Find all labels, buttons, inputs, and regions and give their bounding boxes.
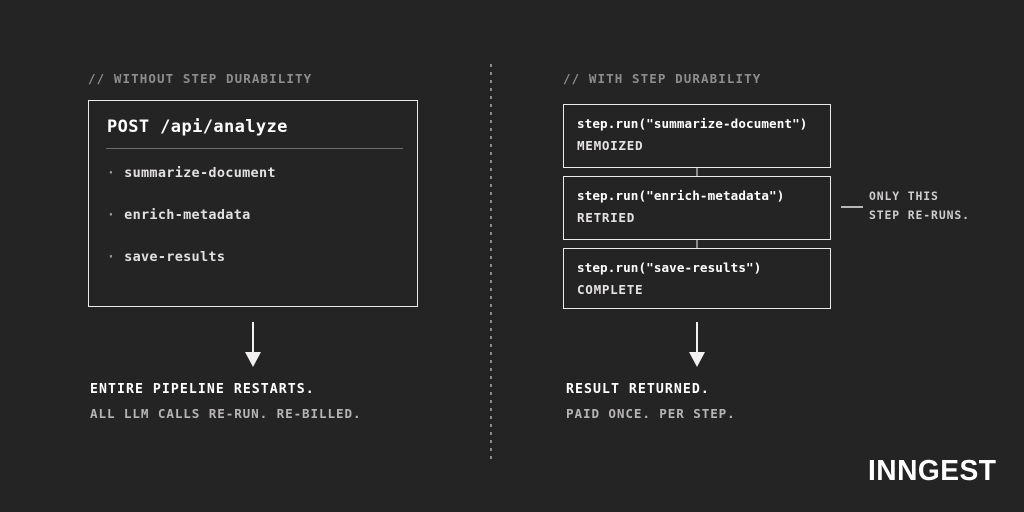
- inngest-logo: INNGEST: [867, 455, 996, 487]
- monolith-request-card: POST /api/analyze · summarize-document ·…: [88, 100, 418, 307]
- arrow-head: [245, 352, 261, 367]
- arrow-shaft: [696, 322, 698, 354]
- bullet-icon: ·: [107, 165, 116, 181]
- monolith-endpoint-title: POST /api/analyze: [107, 117, 288, 137]
- list-item-label: summarize-document: [124, 165, 276, 181]
- vertical-dotted-divider: [490, 64, 492, 462]
- status-badge: RETRIED: [577, 210, 635, 225]
- arrow-shaft: [252, 322, 254, 354]
- step-call-label: step.run("summarize-document"): [577, 116, 808, 131]
- step-call-label: step.run("save-results"): [577, 260, 762, 275]
- step-connector: [696, 240, 698, 248]
- step-call-label: step.run("enrich-metadata"): [577, 188, 785, 203]
- down-arrow-icon: [689, 322, 705, 368]
- bullet-icon: ·: [107, 207, 116, 223]
- step-card: step.run("save-results") COMPLETE: [563, 248, 831, 309]
- list-item-label: save-results: [124, 249, 226, 265]
- step-connector: [696, 168, 698, 176]
- list-item: · summarize-document: [107, 165, 276, 181]
- list-item-label: enrich-metadata: [124, 207, 251, 223]
- left-outcome-caption: ENTIRE PIPELINE RESTARTS. ALL LLM CALLS …: [90, 382, 361, 421]
- retry-annotation-line1: ONLY THIS: [869, 189, 939, 203]
- retry-annotation-line2: STEP RE-RUNS.: [869, 208, 970, 222]
- right-section-comment: // WITH STEP DURABILITY: [563, 71, 762, 86]
- step-card: step.run("enrich-metadata") RETRIED: [563, 176, 831, 240]
- step-card: step.run("summarize-document") MEMOIZED: [563, 104, 831, 168]
- list-item: · enrich-metadata: [107, 207, 251, 223]
- left-outcome-subline: ALL LLM CALLS RE-RUN. RE-BILLED.: [90, 406, 362, 421]
- status-badge: COMPLETE: [577, 282, 644, 297]
- down-arrow-icon: [245, 322, 261, 368]
- right-outcome-subline: PAID ONCE. PER STEP.: [566, 406, 736, 421]
- card-divider-rule: [106, 148, 403, 149]
- left-section-comment: // WITHOUT STEP DURABILITY: [88, 71, 313, 86]
- left-outcome-headline: ENTIRE PIPELINE RESTARTS.: [90, 382, 315, 397]
- status-badge: MEMOIZED: [577, 138, 644, 153]
- right-outcome-headline: RESULT RETURNED.: [566, 382, 710, 397]
- annotation-leader-line: [841, 206, 863, 208]
- retry-annotation: ONLY THIS STEP RE-RUNS.: [869, 187, 970, 225]
- right-outcome-caption: RESULT RETURNED. PAID ONCE. PER STEP.: [566, 382, 736, 421]
- bullet-icon: ·: [107, 249, 116, 265]
- list-item: · save-results: [107, 249, 225, 265]
- arrow-head: [689, 352, 705, 367]
